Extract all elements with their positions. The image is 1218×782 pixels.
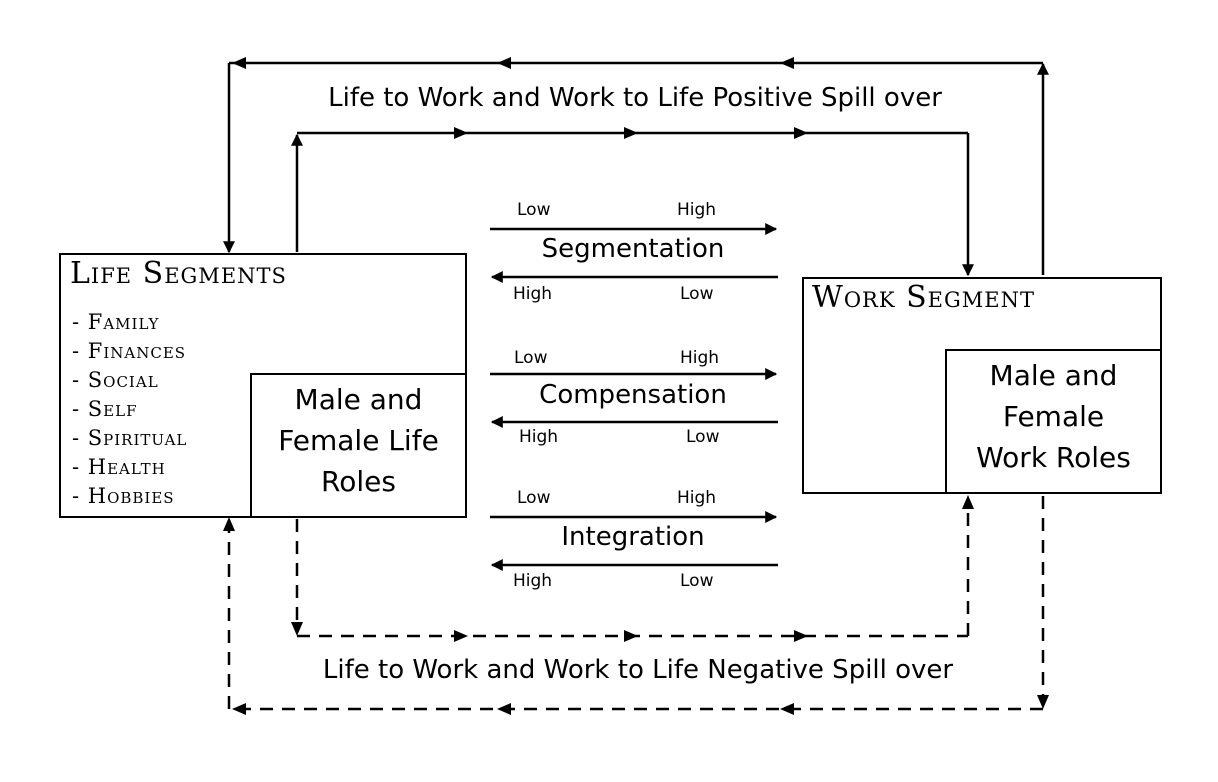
list-item: - Self <box>72 397 138 421</box>
segmentation-bottom-left-label: High <box>513 284 553 304</box>
work-roles-box <box>945 349 1162 494</box>
integration-top-left-label: Low <box>517 488 551 508</box>
chevron-left-icon <box>497 703 511 715</box>
chevron-left-icon <box>232 57 246 69</box>
work-segment-title: Work Segment <box>812 280 1035 315</box>
chevron-down-icon <box>1037 695 1049 709</box>
integration-label: Integration <box>561 522 705 552</box>
segmentation-label: Segmentation <box>541 234 725 264</box>
work-roles-line: Male and <box>989 359 1118 392</box>
work-roles-line: Work Roles <box>976 441 1131 474</box>
chevron-left-icon <box>780 703 794 715</box>
compensation-top-right-label: High <box>680 348 720 368</box>
life-roles-line: Roles <box>321 465 396 498</box>
positive-spill-label: Life to Work and Work to Life Positive S… <box>328 83 942 113</box>
compensation-top-left-label: Low <box>514 348 548 368</box>
life-roles-label: Male and Female Life Roles <box>250 379 467 502</box>
chevron-right-icon <box>624 630 638 642</box>
life-roles-box <box>250 373 467 518</box>
chevron-left-icon <box>232 703 246 715</box>
segmentation-top-right-label: High <box>677 200 717 220</box>
chevron-down-icon <box>291 622 303 636</box>
chevron-left-icon <box>780 57 794 69</box>
chevron-right-icon <box>794 127 808 139</box>
life-roles-line: Female Life <box>278 424 439 457</box>
integration-top-right-label: High <box>677 488 717 508</box>
chevron-right-icon <box>454 127 468 139</box>
chevron-up-icon <box>223 517 235 531</box>
life-segments-list: - Family - Finances - Social - Self - Sp… <box>72 308 187 511</box>
life-segments-title: Life Segments <box>70 256 287 291</box>
list-item: - Finances <box>72 339 187 363</box>
chevron-right-icon <box>624 127 638 139</box>
compensation-bottom-left-label: High <box>519 427 559 447</box>
integration-bottom-left-label: High <box>513 571 553 591</box>
list-item: - Hobbies <box>72 484 175 508</box>
list-item: - Health <box>72 455 166 479</box>
list-item: - Social <box>72 368 159 392</box>
negative-spill-label: Life to Work and Work to Life Negative S… <box>322 655 954 685</box>
chevron-up-icon <box>962 495 974 509</box>
work-roles-line: Female <box>1002 400 1105 433</box>
segmentation-bottom-right-label: Low <box>680 284 714 304</box>
life-roles-line: Male and <box>294 383 423 416</box>
list-item: - Family <box>72 310 160 334</box>
chevron-left-icon <box>497 57 511 69</box>
integration-bottom-right-label: Low <box>680 571 714 591</box>
work-roles-label: Male and Female Work Roles <box>945 355 1162 478</box>
list-item: - Spiritual <box>72 426 188 450</box>
compensation-bottom-right-label: Low <box>686 427 720 447</box>
segmentation-top-left-label: Low <box>517 200 551 220</box>
compensation-label: Compensation <box>539 380 727 410</box>
chevron-right-icon <box>794 630 808 642</box>
chevron-right-icon <box>454 630 468 642</box>
